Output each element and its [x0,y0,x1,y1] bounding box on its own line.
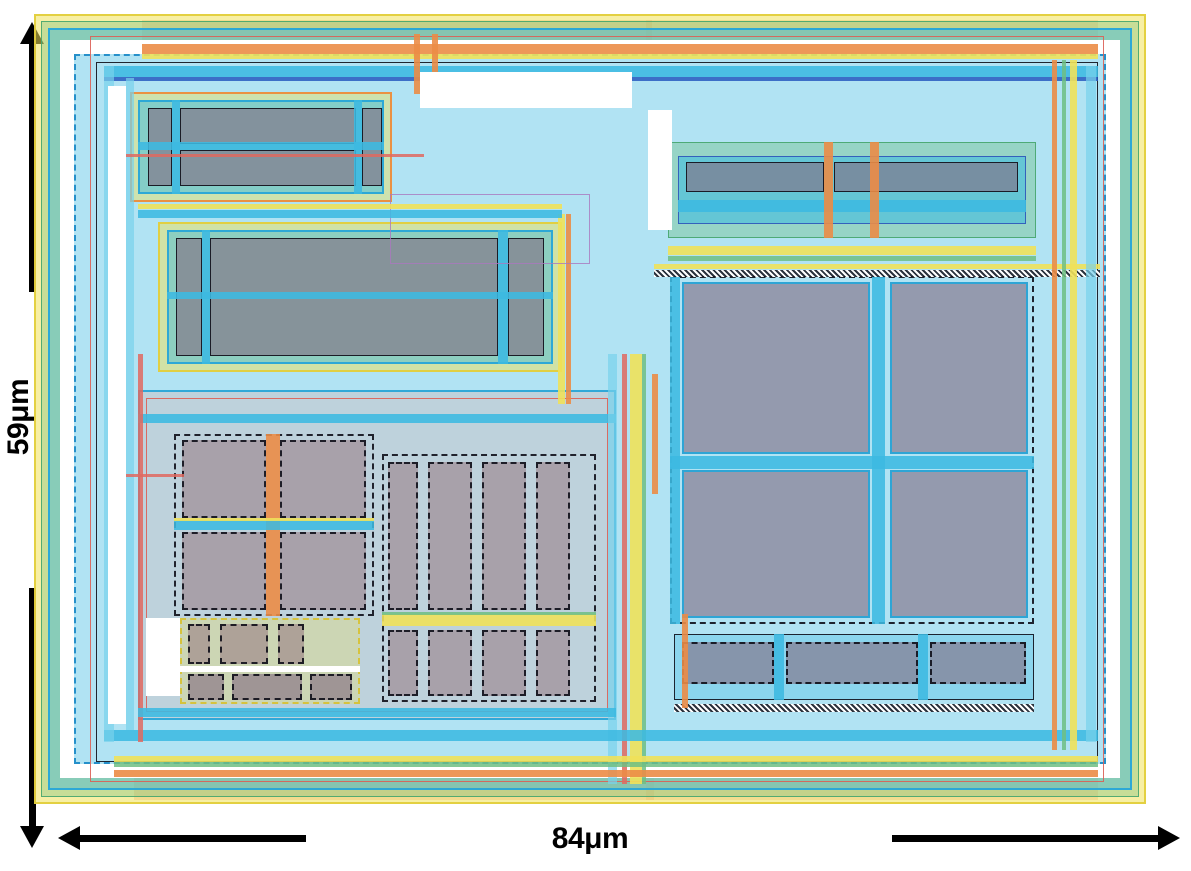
interconnect-poly-3 [652,374,658,494]
left-lower-array-m2-h [174,518,374,521]
interconnect-poly-4 [682,614,688,708]
right-main-cell-br [890,470,1028,618]
keepout-left-inner [108,86,126,724]
right-main-vbus [872,276,885,624]
right-upper-hbus [678,200,1026,212]
right-main-hbus [670,456,1034,469]
finger-array-green-bus [382,612,596,615]
right-lower-device-3 [930,642,1026,684]
left-block-upper-m2 [138,204,562,209]
vertical-dimension-label: 59μm [2,378,35,456]
left-center-rail-yellow [558,214,565,404]
small-cell-6 [310,674,352,700]
finger-1 [388,462,418,610]
small-cell-4 [188,674,224,700]
right-lower-zigzag-bus [674,704,1034,712]
left-upper-hbus [138,142,384,150]
seal-ring-red [90,36,1104,782]
left-upper-device-b [180,108,356,144]
keepout-right-upper [648,110,672,230]
center-rail-red [622,354,627,784]
right-rail-yellow [1070,60,1077,750]
interconnect-purple-1 [390,194,590,264]
keepout-bottom-left [146,618,180,696]
left-mid-hbus [167,292,553,299]
center-rail-green [642,354,646,784]
right-rail-green [1062,60,1066,750]
interconnect-red-2 [124,474,184,477]
right-main-cell-tr [890,282,1028,454]
dimension-arrow-left [58,826,306,850]
center-rail-yellow [630,354,642,784]
right-upper-poly-1 [824,142,833,238]
small-cell-1 [188,624,210,664]
left-rail-cyan-b [126,78,134,730]
left-block-lower-bus [138,708,616,717]
left-mid-vbus-right [498,230,508,364]
horizontal-dimension-label: 84μm [551,822,629,855]
right-upper-poly-2 [870,142,879,238]
left-upper-vbus [172,100,180,194]
left-lower-top-bus [138,414,616,423]
center-rail-cyan [608,354,617,784]
left-lower-array-cell-4 [280,532,366,610]
right-mid-strap-zigzag [654,270,1100,277]
finger-7 [482,630,526,696]
right-upper-device-right [834,162,1018,192]
right-main-vbus-left [670,276,680,624]
finger-8 [536,630,570,696]
left-rail-red [138,354,143,742]
right-lower-vbus [774,634,784,700]
top-rail-yellow [142,54,1098,59]
left-lower-array-metal-h [174,520,374,530]
interconnect-red-1 [124,154,424,157]
finger-5 [388,630,418,696]
finger-array-m2-bus [382,614,596,626]
right-main-cell-bl [682,470,870,618]
small-cell-3 [278,624,304,664]
keepout-top-center [420,72,632,108]
top-rail-orange [142,44,1098,54]
interconnect-poly-2 [432,34,438,94]
right-mid-strap-yellow [654,264,1100,269]
right-lower-device-1 [682,642,774,684]
left-bottom-gap [180,666,360,672]
left-mid-vbus-left [202,230,210,364]
ic-mask-layout [34,14,1146,804]
left-upper-vbus2 [354,100,362,194]
right-lower-device-2 [786,642,918,684]
right-rail-orange [1052,60,1057,750]
finger-6 [428,630,472,696]
finger-3 [482,462,526,610]
top-rail-cyan [104,66,1098,77]
left-lower-array-cell-2 [280,440,366,518]
small-cell-2 [220,624,268,664]
finger-2 [428,462,472,610]
right-upper-device-left [686,162,824,192]
bottom-rail-orange [114,770,1098,777]
left-center-rail-orange [566,214,571,404]
right-upper-m2-bottom [668,246,1036,255]
interconnect-poly-1 [414,34,420,94]
bottom-rail-green [114,762,1098,767]
left-lower-array-cell-3 [182,532,266,610]
right-upper-green-bottom [668,256,1036,261]
right-rail-cyan [1086,66,1096,742]
right-lower-vbus2 [918,634,928,700]
dimension-arrow-right [892,826,1180,850]
left-block-upper-bus [138,210,562,218]
small-cell-5 [232,674,302,700]
left-lower-finger-array [382,454,596,702]
left-lower-array-cell-1 [182,440,266,518]
dimension-arrow-down [20,588,44,848]
bottom-rail-cyan [104,730,1098,741]
right-main-cell-tl [682,282,870,454]
finger-4 [536,462,570,610]
bottom-rail-yellow [114,756,1098,762]
